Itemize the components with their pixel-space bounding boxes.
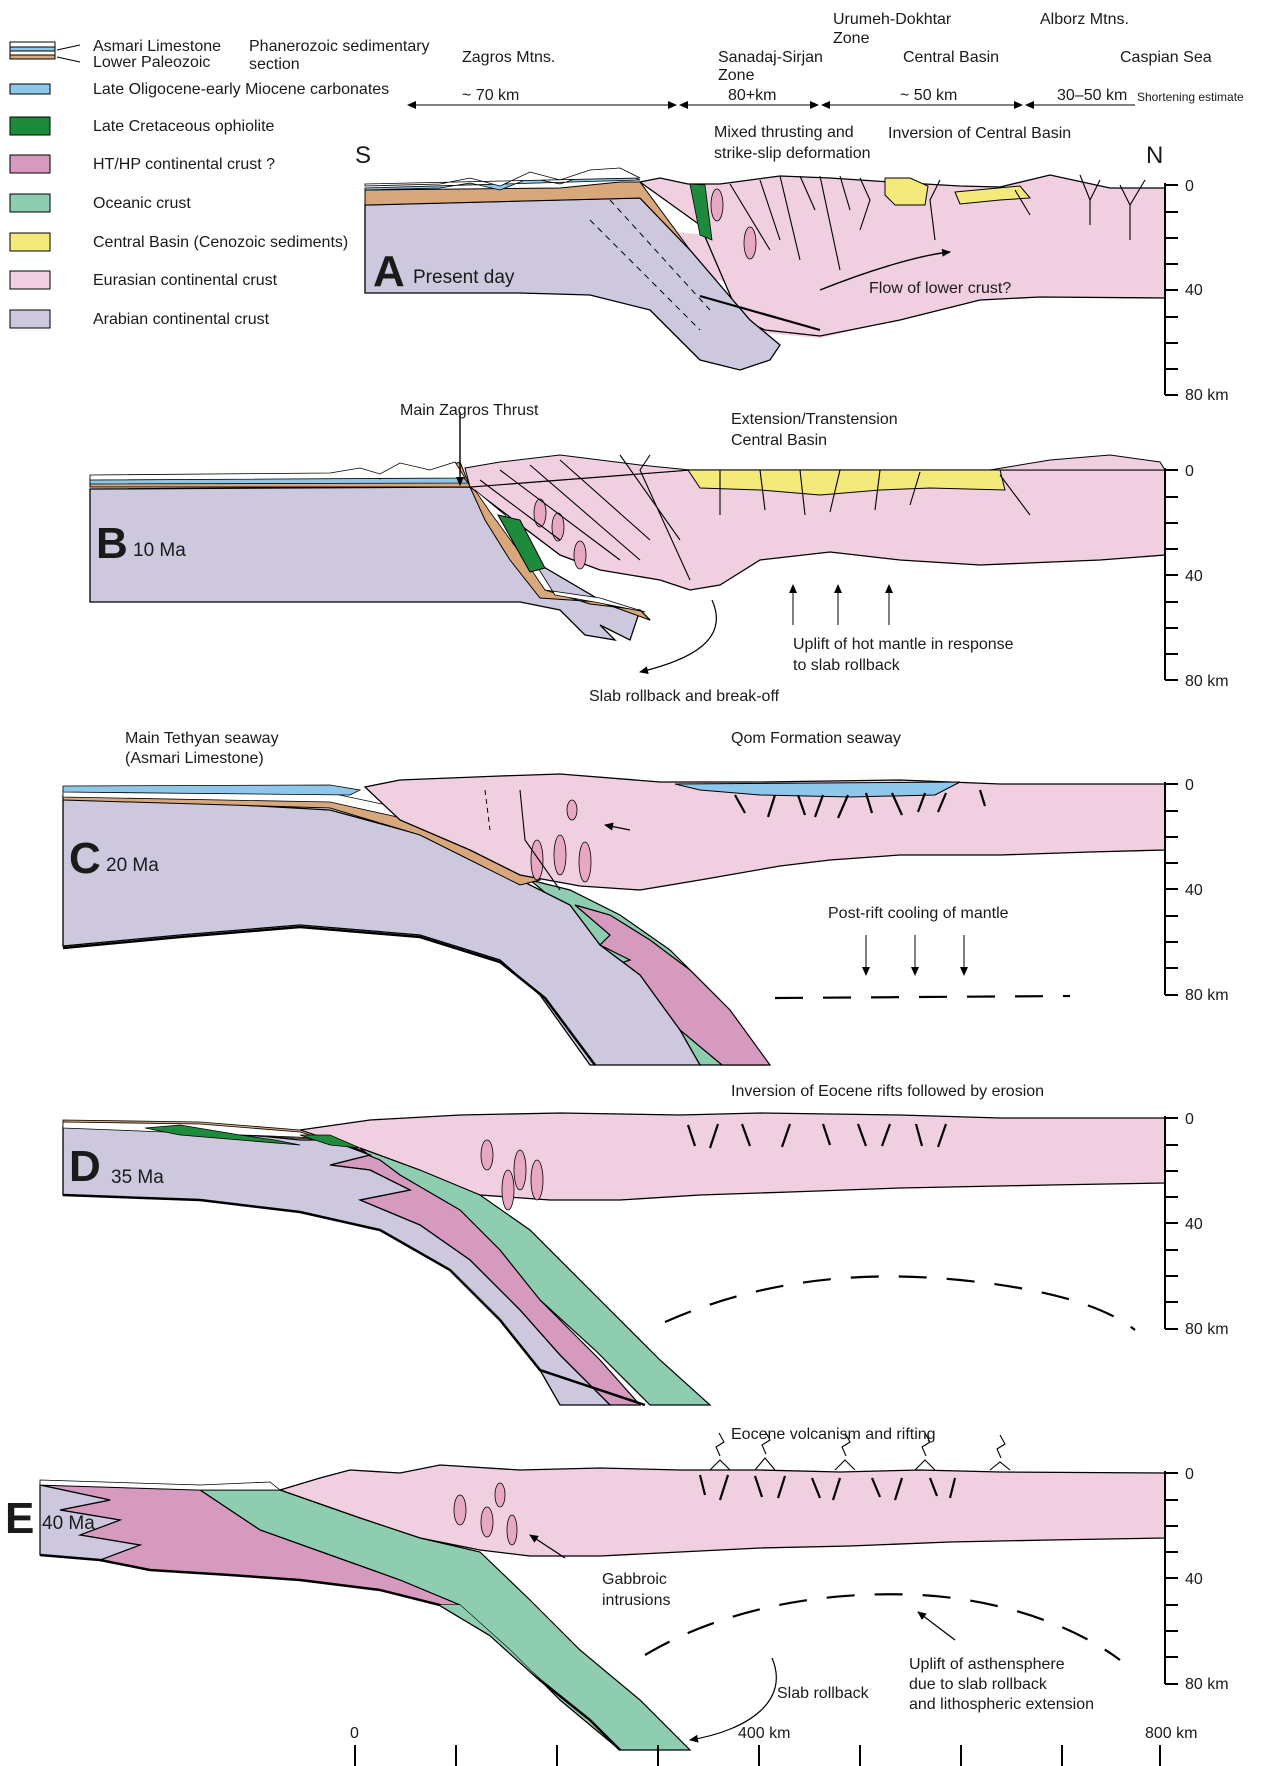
depth-e-0: 0 — [1185, 1466, 1194, 1483]
panel-b: Main Zagros Thrust Extension/Transtensio… — [90, 402, 1165, 705]
legend-centralbasin-swatch — [10, 233, 50, 251]
depth-d-80: 80 km — [1185, 1321, 1229, 1338]
shortening-caspian: 30–50 km — [1057, 87, 1127, 104]
panel-e-gabbro-line1: Gabbroic — [602, 1571, 667, 1588]
distance-scale: 0 400 km 800 km — [350, 1725, 1197, 1766]
zone-urumeh-line1: Urumeh-Dokhtar — [833, 11, 952, 28]
zone-zagros: Zagros Mtns. — [462, 49, 555, 66]
depth-e-80: 80 km — [1185, 1676, 1229, 1693]
depth-d-40: 40 — [1185, 1216, 1203, 1233]
legend-ophiolite-swatch — [10, 117, 50, 135]
panel-b-letter: B — [96, 519, 128, 568]
panel-b-rollback: Slab rollback and break-off — [589, 688, 780, 705]
legend-oligo-label: Late Oligocene-early Miocene carbonates — [93, 81, 389, 98]
panel-d: Inversion of Eocene rifts followed by er… — [63, 1083, 1165, 1405]
legend-oceanic-label: Oceanic crust — [93, 195, 191, 212]
panel-b-age: 10 Ma — [133, 540, 186, 561]
panel-c-tethyan-line1: Main Tethyan seaway — [125, 730, 279, 747]
panel-c: Main Tethyan seaway (Asmari Limestone) Q… — [63, 730, 1165, 1065]
legend-asmari-label: Asmari Limestone — [93, 38, 221, 55]
panel-d-age: 35 Ma — [111, 1167, 164, 1188]
direction-north: N — [1146, 142, 1163, 169]
panel-b-ext-line1: Extension/Transtension — [731, 411, 898, 428]
depth-b-80: 80 km — [1185, 673, 1229, 690]
zone-sanandaj-line2: Zone — [718, 67, 755, 84]
shortening-zagros: ~ 70 km — [462, 87, 519, 104]
legend-hthp-swatch — [10, 155, 50, 173]
direction-south: S — [355, 142, 371, 169]
distance-400: 400 km — [738, 1725, 790, 1742]
distance-800: 800 km — [1145, 1725, 1197, 1742]
depth-b-40: 40 — [1185, 568, 1203, 585]
panel-b-mzt: Main Zagros Thrust — [400, 402, 539, 419]
legend-ophiolite-label: Late Cretaceous ophiolite — [93, 118, 275, 135]
panel-e-volcanism: Eocene volcanism and rifting — [731, 1426, 936, 1443]
panel-c-cooling: Post-rift cooling of mantle — [828, 905, 1009, 922]
legend-asmari-swatch — [10, 42, 80, 62]
panel-e-asth-line3: and lithospheric extension — [909, 1696, 1094, 1713]
panel-a-letter: A — [373, 247, 405, 296]
depth-a-0: 0 — [1185, 178, 1194, 195]
panel-a: Mixed thrusting and strike-slip deformat… — [365, 124, 1165, 370]
depth-axis-c: 0 40 80 km — [1165, 777, 1229, 1004]
panel-c-tethyan-line2: (Asmari Limestone) — [125, 750, 264, 767]
depth-axis-a: 0 40 80 km — [1165, 178, 1229, 404]
shortening-central: ~ 50 km — [900, 87, 957, 104]
depth-axis-d: 0 40 80 km — [1165, 1111, 1229, 1338]
legend-centralbasin-label: Central Basin (Cenozoic sediments) — [93, 234, 348, 251]
legend-arabian-swatch — [10, 310, 50, 328]
depth-c-40: 40 — [1185, 882, 1203, 899]
depth-e-40: 40 — [1185, 1571, 1203, 1588]
panel-c-letter: C — [69, 834, 101, 883]
depth-c-0: 0 — [1185, 777, 1194, 794]
panel-e-rollback: Slab rollback — [777, 1685, 870, 1702]
panel-e: Eocene volcanism and rifting Gabbroic in… — [5, 1426, 1165, 1750]
panel-b-ext-line2: Central Basin — [731, 432, 827, 449]
depth-a-40: 40 — [1185, 282, 1203, 299]
shortening-label: Shortening estimate — [1137, 90, 1244, 104]
panel-a-inversion: Inversion of Central Basin — [888, 125, 1071, 142]
depth-d-0: 0 — [1185, 1111, 1194, 1128]
panel-a-age: Present day — [413, 267, 515, 288]
panel-b-uplift-line2: to slab rollback — [793, 657, 901, 674]
panel-e-asth-line1: Uplift of asthensphere — [909, 1656, 1065, 1673]
panel-c-qom: Qom Formation seaway — [731, 730, 901, 747]
depth-a-80: 80 km — [1185, 387, 1229, 404]
zone-central-basin: Central Basin — [903, 49, 999, 66]
legend-lower-paleozoic-label: Lower Paleozoic — [93, 54, 210, 71]
legend-hthp-label: HT/HP continental crust ? — [93, 156, 275, 173]
panel-e-letter: E — [5, 1494, 34, 1543]
legend-oligo-swatch — [10, 84, 50, 94]
panel-b-uplift-line1: Uplift of hot mantle in response — [793, 636, 1014, 653]
panel-e-age: 40 Ma — [42, 1513, 95, 1534]
shortening-sanandaj: 80+km — [728, 87, 776, 104]
zone-sanandaj-line1: Sanadaj-Sirjan — [718, 49, 823, 66]
zone-urumeh-line2: Zone — [833, 30, 870, 47]
zone-caspian: Caspian Sea — [1120, 49, 1212, 66]
panel-c-age: 20 Ma — [106, 855, 159, 876]
panel-d-inversion: Inversion of Eocene rifts followed by er… — [731, 1083, 1044, 1100]
legend-eurasian-swatch — [10, 271, 50, 289]
depth-c-80: 80 km — [1185, 987, 1229, 1004]
panel-a-mixed-line1: Mixed thrusting and — [714, 124, 854, 141]
panel-e-gabbro-line2: intrusions — [602, 1592, 670, 1609]
panel-e-asth-line2: due to slab rollback — [909, 1676, 1048, 1693]
distance-0: 0 — [350, 1725, 359, 1742]
depth-axis-b: 0 40 80 km — [1165, 463, 1229, 690]
depth-b-0: 0 — [1185, 463, 1194, 480]
zone-alborz: Alborz Mtns. — [1040, 11, 1129, 28]
legend-oceanic-swatch — [10, 194, 50, 212]
panel-d-letter: D — [69, 1142, 101, 1191]
panel-a-mixed-line2: strike-slip deformation — [714, 145, 871, 162]
panel-a-flow: Flow of lower crust? — [869, 280, 1011, 297]
legend-arabian-label: Arabian continental crust — [93, 311, 270, 328]
depth-axis-e: 0 40 80 km — [1165, 1466, 1229, 1693]
legend-eurasian-label: Eurasian continental crust — [93, 272, 278, 289]
